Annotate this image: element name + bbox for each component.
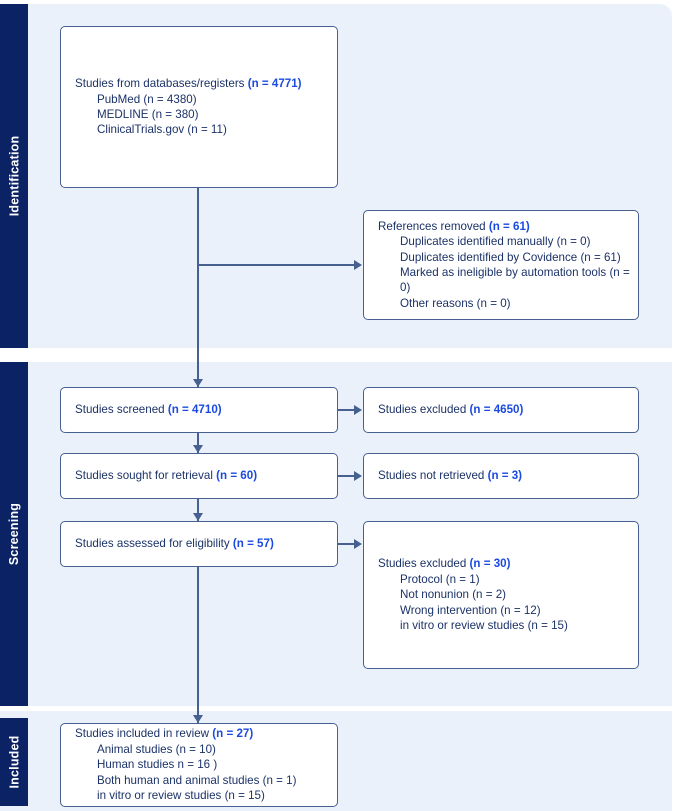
section-label-screening: Screening [0,362,28,706]
count-studies-excluded-screened: (n = 4650) [469,403,524,417]
count-databases: (n = 4771) [247,77,302,91]
connector-to-studies-excluded-eligibility [338,543,355,545]
arrowhead-studies-excluded-eligibility [354,539,362,549]
list-item: Human studies n = 16 ) [97,758,218,772]
arrowhead-studies-screened [193,379,203,387]
box-studies-excluded-screened-title: Studies excluded (n = 4650) [378,403,524,417]
box-studies-excluded-eligibility: Studies excluded (n = 30) Protocol (n = … [363,521,639,669]
box-references-removed: References removed (n = 61) Duplicates i… [363,210,639,320]
list-item: Protocol (n = 1) [400,572,480,586]
box-studies-assessed-title: Studies assessed for eligibility (n = 57… [75,537,274,551]
box-studies-sought-for-retrieval: Studies sought for retrieval (n = 60) [60,453,338,499]
box-studies-sought-title: Studies sought for retrieval (n = 60) [75,469,258,483]
section-label-included: Included [0,718,28,806]
box-studies-included-title: Studies included in review (n = 27) [75,727,254,741]
arrowhead-references-removed [354,260,362,270]
list-item: Marked as ineligible by automation tools… [400,266,630,295]
connector-to-studies-excluded-screened [338,409,355,411]
box-studies-excluded-eligibility-title: Studies excluded (n = 30) [378,557,511,571]
arrowhead-studies-included [193,715,203,723]
list-item: in vitro or review studies (n = 15) [97,789,265,803]
connector-identification-vertical [197,188,199,387]
box-studies-from-databases-title: Studies from databases/registers (n = 47… [75,77,302,91]
list-item: Duplicates identified by Covidence (n = … [400,250,621,264]
box-studies-included-in-review: Studies included in review (n = 27) Anim… [60,723,338,807]
box-studies-from-databases: Studies from databases/registers (n = 47… [60,26,338,188]
arrowhead-studies-assessed [193,513,203,521]
box-studies-screened: Studies screened (n = 4710) [60,387,338,433]
count-studies-sought: (n = 60) [216,469,258,483]
box-references-removed-title: References removed (n = 61) [378,219,530,233]
section-label-included-text: Included [7,735,21,789]
list-item: Duplicates identified manually (n = 0) [400,235,591,249]
box-studies-excluded-screened: Studies excluded (n = 4650) [363,387,639,433]
connector-screened-to-sought [197,433,199,453]
list-item: Both human and animal studies (n = 1) [97,773,297,787]
list-item: in vitro or review studies (n = 15) [400,619,568,633]
connector-assessed-to-included [197,567,199,723]
count-studies-not-retrieved: (n = 3) [487,469,523,483]
list-item: PubMed (n = 4380) [97,92,197,106]
section-label-identification-text: Identification [7,135,22,217]
count-studies-included: (n = 27) [212,727,254,741]
box-studies-screened-title: Studies screened (n = 4710) [75,403,222,417]
connector-to-references-removed [197,264,355,266]
count-studies-assessed: (n = 57) [232,537,274,551]
list-item: Not nonunion (n = 2) [400,588,507,602]
arrowhead-studies-excluded-screened [354,405,362,415]
list-item: Wrong intervention (n = 12) [400,603,541,617]
arrowhead-studies-sought [193,445,203,453]
list-item: Other reasons (n = 0) [400,296,511,310]
count-references-removed: (n = 61) [488,219,530,233]
box-studies-not-retrieved-title: Studies not retrieved (n = 3) [378,469,523,483]
connector-sought-to-assessed [197,499,199,521]
section-label-screening-text: Screening [7,502,21,566]
list-item: ClinicalTrials.gov (n = 11) [97,123,227,137]
list-item: MEDLINE (n = 380) [97,108,199,121]
section-label-identification: Identification [0,4,28,348]
count-studies-excluded-eligibility: (n = 30) [469,557,511,571]
box-studies-not-retrieved: Studies not retrieved (n = 3) [363,453,639,499]
count-studies-screened: (n = 4710) [167,403,222,417]
box-studies-assessed-for-eligibility: Studies assessed for eligibility (n = 57… [60,521,338,567]
arrowhead-studies-not-retrieved [354,471,362,481]
connector-to-studies-not-retrieved [338,475,355,477]
list-item: Animal studies (n = 10) [97,742,216,756]
